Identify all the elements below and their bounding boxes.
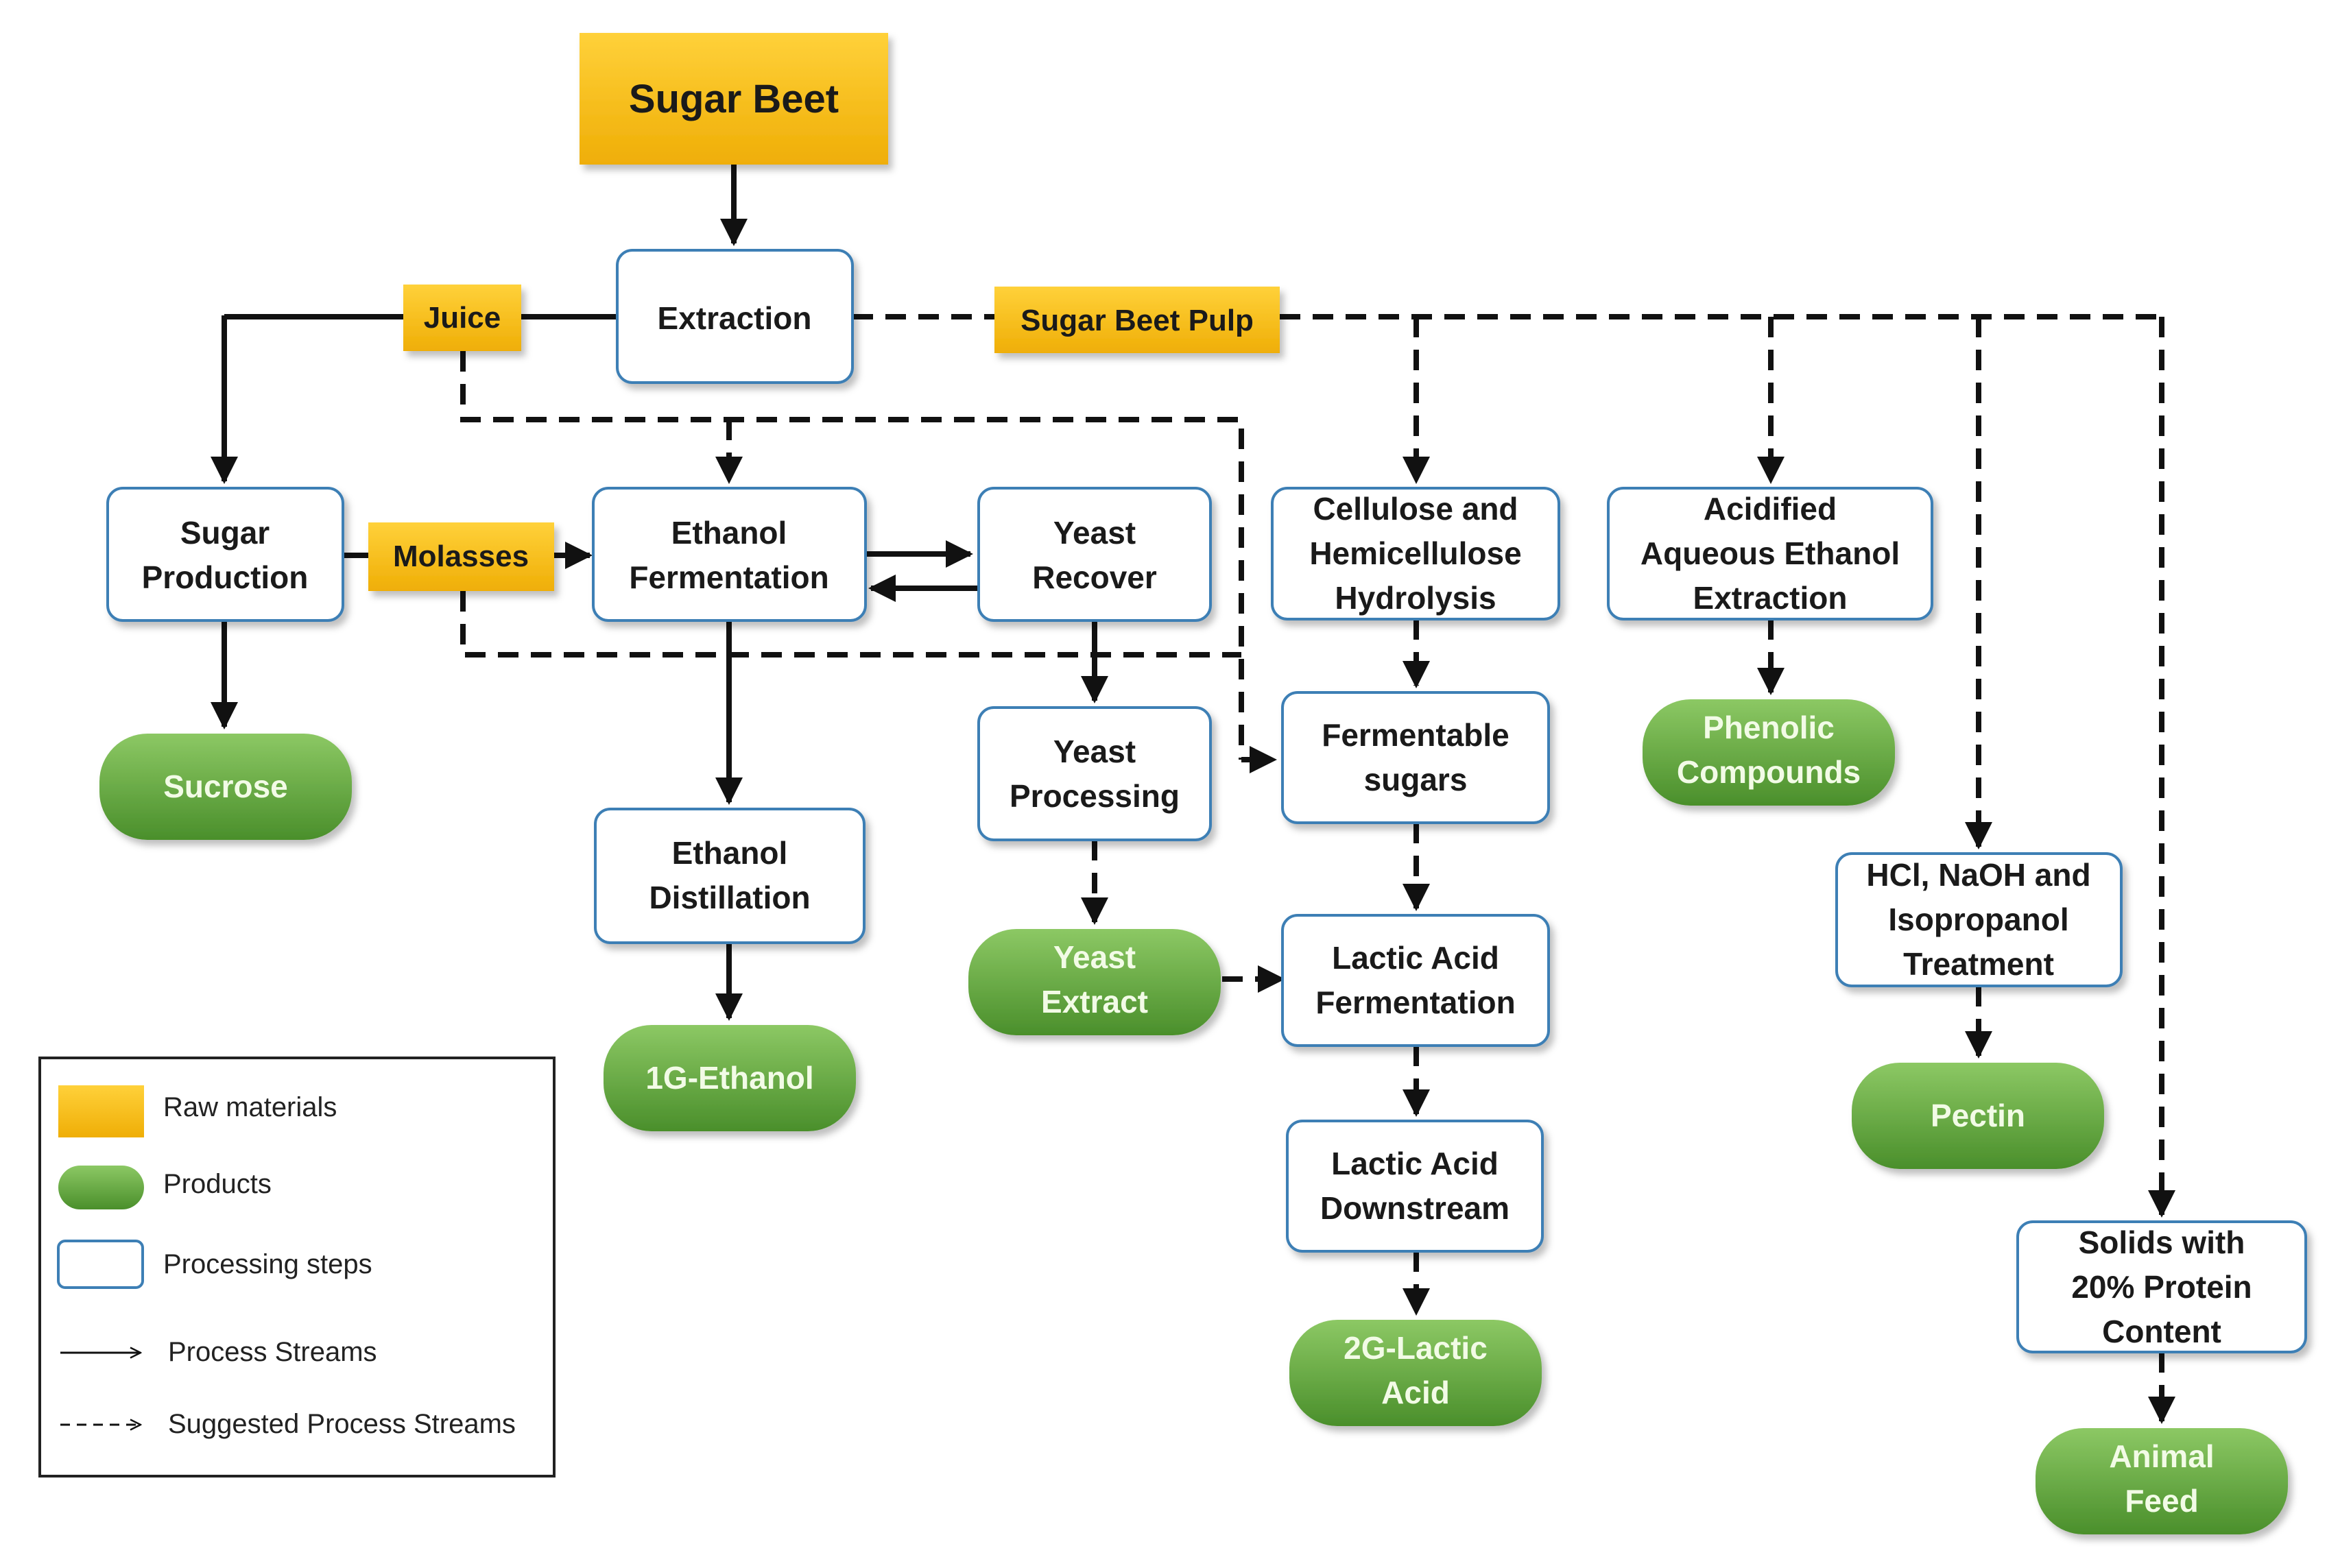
fermentable-sugars-line-2: sugars: [1364, 762, 1468, 797]
product-2g-lactic-acid: 2G-Lactic Acid: [1289, 1320, 1542, 1426]
cellulose-line-1: Cellulose and: [1313, 491, 1518, 527]
legend-raw-label: Raw materials: [163, 1092, 337, 1122]
yeast-recover-line-1: Yeast: [1053, 515, 1136, 551]
yeast-processing-line-1: Yeast: [1053, 734, 1136, 769]
lactic-fermentation-line-1: Lactic Acid: [1332, 940, 1499, 976]
product-1g-ethanol: 1G-Ethanol: [604, 1025, 856, 1131]
step-ethanol-distillation: Ethanol Distillation: [594, 808, 866, 944]
yeast-extract-line-2: Extract: [1041, 984, 1148, 1020]
ethanol-distillation-line-1: Ethanol: [672, 835, 788, 871]
step-cellulose-hydrolysis: Cellulose and Hemicellulose Hydrolysis: [1271, 487, 1560, 620]
lactic-downstream-line-2: Downstream: [1320, 1190, 1509, 1226]
dashed-juice-loop: [460, 351, 1244, 760]
yeast-recover-line-2: Recover: [1032, 559, 1157, 595]
ethanol-distillation-line-2: Distillation: [649, 880, 810, 915]
sugar-beet-label: Sugar Beet: [629, 77, 839, 121]
step-yeast-recover: Yeast Recover: [977, 487, 1212, 622]
product-animal-feed: Animal Feed: [2036, 1428, 2288, 1534]
sugar-production-line-1: Sugar: [180, 515, 270, 551]
animal-feed-line-2: Feed: [2125, 1483, 2198, 1519]
legend-raw-swatch: [58, 1085, 144, 1137]
ethanol-fermentation-line-2: Fermentation: [629, 559, 828, 595]
legend-process-streams-label: Process Streams: [168, 1337, 377, 1367]
phenolic-line-2: Compounds: [1677, 754, 1861, 790]
step-yeast-processing: Yeast Processing: [977, 706, 1212, 841]
hcl-line-3: Treatment: [1903, 946, 2054, 982]
legend-steps-label: Processing steps: [163, 1249, 372, 1279]
step-solids-protein: Solids with 20% Protein Content: [2016, 1220, 2307, 1353]
raw-material-molasses: Molasses: [368, 522, 554, 591]
step-ethanol-fermentation: Ethanol Fermentation: [592, 487, 867, 622]
raw-material-sugar-beet-pulp: Sugar Beet Pulp: [994, 287, 1280, 353]
molasses-label: Molasses: [393, 540, 529, 573]
juice-label: Juice: [424, 301, 501, 335]
legend-product-swatch: [58, 1166, 144, 1209]
legend-products-label: Products: [163, 1169, 272, 1199]
step-acidified-extraction: Acidified Aqueous Ethanol Extraction: [1607, 487, 1933, 620]
animal-feed-line-1: Animal: [2109, 1438, 2214, 1474]
lactic-downstream-line-1: Lactic Acid: [1331, 1146, 1499, 1181]
cellulose-line-3: Hydrolysis: [1335, 580, 1496, 616]
pectin-label: Pectin: [1931, 1098, 2025, 1133]
lactic-fermentation-line-2: Fermentation: [1315, 985, 1515, 1020]
yeast-extract-line-1: Yeast: [1053, 939, 1136, 975]
step-sugar-production: Sugar Production: [106, 487, 344, 622]
extraction-label: Extraction: [658, 300, 812, 336]
step-lactic-acid-fermentation: Lactic Acid Fermentation: [1281, 914, 1550, 1047]
cellulose-line-2: Hemicellulose: [1309, 535, 1521, 571]
legend: Raw materials Products Processing steps …: [38, 1057, 556, 1477]
sugar-beet-pulp-label: Sugar Beet Pulp: [1021, 304, 1254, 337]
yeast-processing-line-2: Processing: [1010, 778, 1180, 814]
sugar-production-line-2: Production: [142, 559, 309, 595]
step-extraction: Extraction: [616, 249, 854, 384]
step-fermentable-sugars: Fermentable sugars: [1281, 691, 1550, 824]
product-phenolic-compounds: Phenolic Compounds: [1643, 699, 1895, 806]
hcl-line-2: Isopropanol: [1888, 902, 2068, 937]
step-lactic-acid-downstream: Lactic Acid Downstream: [1286, 1120, 1544, 1253]
solids-line-2: 20% Protein: [2071, 1269, 2252, 1305]
acidified-line-1: Acidified: [1704, 491, 1837, 527]
raw-material-juice: Juice: [403, 285, 521, 351]
product-yeast-extract: Yeast Extract: [968, 929, 1221, 1035]
step-hcl-treatment: HCl, NaOH and Isopropanol Treatment: [1835, 852, 2123, 987]
hcl-line-1: HCl, NaOH and: [1866, 857, 2090, 893]
product-sucrose: Sucrose: [99, 734, 352, 840]
legend-suggested-streams-label: Suggested Process Streams: [168, 1409, 516, 1439]
acidified-line-2: Aqueous Ethanol: [1640, 535, 1900, 571]
raw-material-sugar-beet: Sugar Beet: [580, 33, 888, 165]
process-streams: [211, 165, 1108, 1021]
phenolic-line-1: Phenolic: [1703, 710, 1835, 745]
2g-lactic-line-1: 2G-Lactic: [1344, 1330, 1488, 1366]
sucrose-label: Sucrose: [163, 769, 288, 804]
2g-lactic-line-2: Acid: [1381, 1375, 1450, 1410]
solids-line-3: Content: [2102, 1314, 2221, 1349]
solids-line-1: Solids with: [2079, 1225, 2245, 1260]
ethanol-fermentation-line-1: Ethanol: [671, 515, 787, 551]
legend-step-swatch: [57, 1240, 144, 1289]
1g-ethanol-label: 1G-Ethanol: [645, 1060, 813, 1096]
acidified-line-3: Extraction: [1693, 580, 1848, 616]
fermentable-sugars-line-1: Fermentable: [1322, 717, 1509, 753]
product-pectin: Pectin: [1852, 1063, 2104, 1169]
suggested-process-streams: [460, 314, 2175, 1424]
